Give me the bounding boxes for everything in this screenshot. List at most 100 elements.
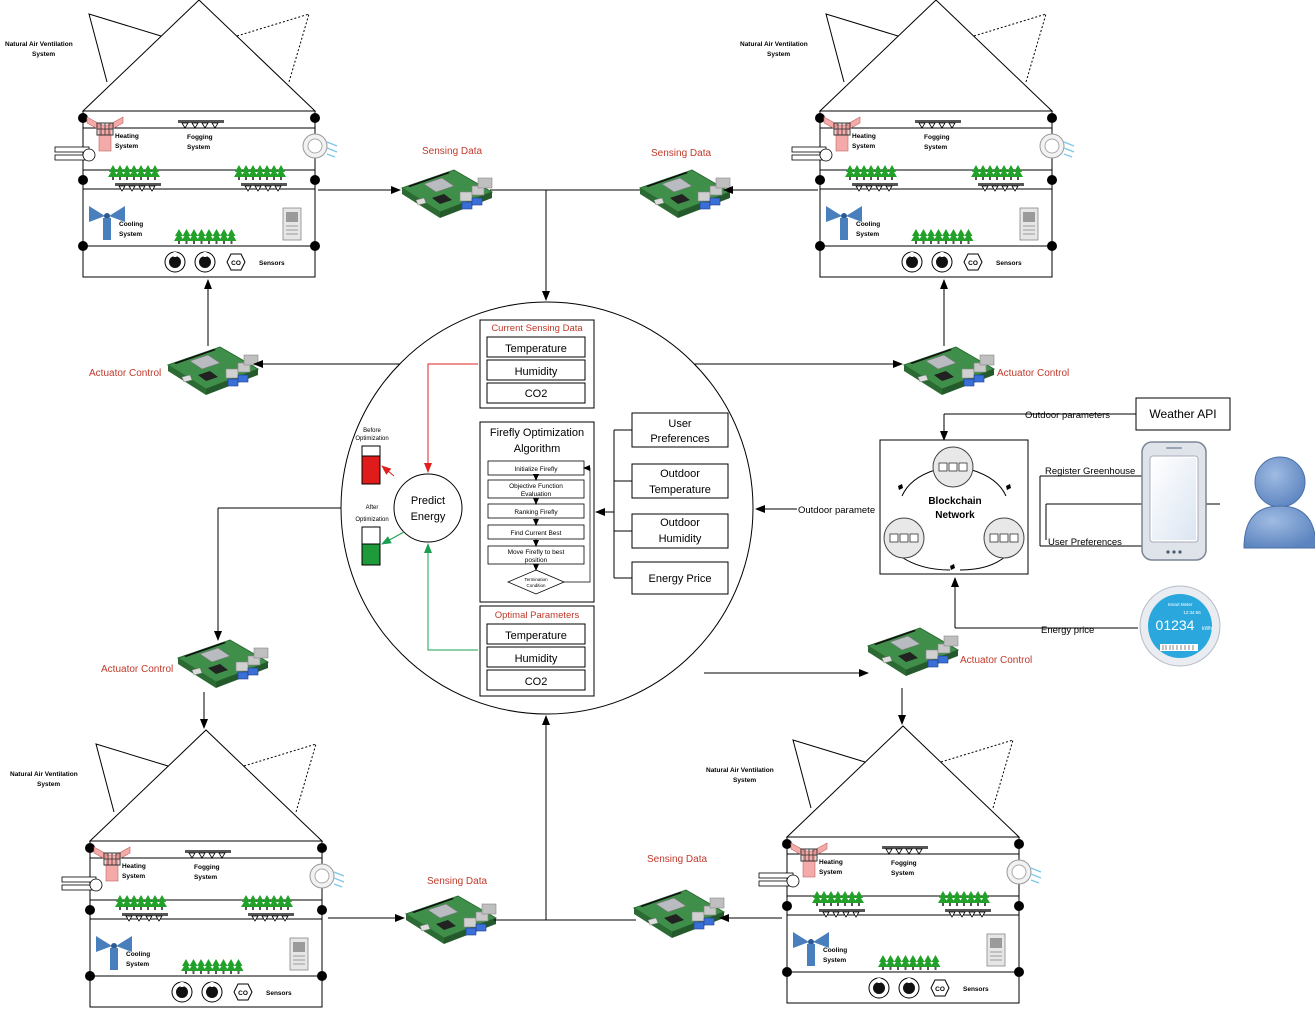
ventilation-label: System: [32, 51, 55, 58]
raspberry-pi-sensing-bottom-left: [405, 895, 497, 945]
fogging-label: System: [924, 144, 947, 151]
outdoor-hum-line2: Humidity: [659, 533, 702, 545]
optimal-temperature: Temperature: [505, 630, 567, 642]
raspberry-pi-sensing-top-left: [401, 169, 493, 219]
termination-diamond: [506, 569, 566, 595]
firefly-title-line2: Algorithm: [514, 443, 560, 455]
cooling-label: Cooling: [823, 947, 847, 954]
predict-energy-node: [393, 473, 463, 543]
co-sensor-label: CO: [238, 990, 248, 997]
predict-line1: Predict: [411, 495, 445, 507]
before-line2: Optimization: [355, 436, 388, 442]
greenhouse-top-left: HeatingSystemFoggingSystemCoolingSystemC…: [54, 0, 338, 278]
user-pref-line1: User: [668, 418, 692, 430]
heating-label: System: [122, 873, 145, 880]
current-co2: CO2: [525, 388, 548, 400]
heating-label: Heating: [115, 133, 139, 140]
heating-label: Heating: [122, 863, 146, 870]
before-optimization-bar: [361, 445, 381, 485]
raspberry-pi-actuator-right: [903, 346, 995, 396]
raspberry-pi-sensing-bottom-right: [633, 889, 725, 939]
termination-line2: Condition: [526, 583, 546, 588]
heating-label: System: [852, 143, 875, 150]
actuator-control-label: Actuator Control: [997, 368, 1069, 379]
step-objective-line2: Evaluation: [521, 491, 552, 498]
cooling-label: Cooling: [119, 221, 143, 228]
cooling-label: System: [823, 957, 846, 964]
after-optimization-bar: [361, 526, 381, 566]
ventilation-label: Natural Air Ventilation: [5, 41, 73, 48]
co-sensor-label: CO: [935, 986, 945, 993]
sensors-label: Sensors: [996, 260, 1022, 267]
energy-price-label: Energy price: [1041, 625, 1094, 636]
ventilation-label: System: [767, 51, 790, 58]
co-sensor-label: CO: [968, 260, 978, 267]
current-temperature: Temperature: [505, 343, 567, 355]
step-move-line2: position: [525, 557, 548, 564]
weather-api-label: Weather API: [1149, 407, 1216, 421]
termination-line1: Termination: [524, 577, 548, 582]
blockchain-line2: Network: [935, 510, 975, 521]
optimal-parameters-panel: Optimal Parameters Temperature Humidity …: [479, 605, 595, 697]
energy-price-box: Energy Price: [649, 573, 712, 585]
outdoor-temp-line2: Temperature: [649, 484, 711, 496]
meter-time: 12:34:56: [1183, 610, 1201, 615]
ventilation-label: System: [37, 781, 60, 788]
predict-flow-arrows: [381, 363, 478, 651]
raspberry-pi-actuator-left: [167, 346, 259, 396]
meter-brand: Smart Meter: [1168, 602, 1193, 607]
outdoor-parameters-cut-label: Outdoor paramete: [798, 505, 875, 516]
cooling-label: Cooling: [126, 951, 150, 958]
greenhouse-bottom-left: HeatingSystemFoggingSystemCoolingSystemC…: [61, 729, 345, 1008]
blockchain-network: Blockchain Network: [879, 439, 1029, 575]
raspberry-pi-actuator-bottom-right: [867, 627, 959, 677]
fogging-label: System: [891, 870, 914, 877]
register-greenhouse-label: Register Greenhouse: [1045, 466, 1135, 477]
user-preferences-label: User Preferences: [1048, 537, 1122, 548]
heating-label: Heating: [819, 859, 843, 866]
fogging-label: Fogging: [891, 860, 917, 867]
heating-label: Heating: [852, 133, 876, 140]
fogging-label: Fogging: [194, 864, 220, 871]
optimal-humidity: Humidity: [515, 653, 558, 665]
co-sensor-label: CO: [231, 260, 241, 267]
smart-meter-icon: Smart Meter 12:34:56 01234 kWh: [1139, 585, 1221, 667]
smartphone-icon: [1141, 441, 1207, 561]
fogging-label: Fogging: [924, 134, 950, 141]
step-find-best: Find Current Best: [511, 530, 562, 537]
outdoor-parameters-label: Outdoor parameters: [1025, 410, 1110, 421]
greenhouse-bottom-right: HeatingSystemFoggingSystemCoolingSystemC…: [758, 725, 1042, 1004]
user-icon: [1243, 456, 1315, 549]
cooling-label: System: [126, 961, 149, 968]
cooling-label: System: [856, 231, 879, 238]
greenhouse-top-right: HeatingSystemFoggingSystemCoolingSystemC…: [791, 0, 1075, 278]
sensing-data-label: Sensing Data: [427, 876, 487, 887]
meter-reading: 01234: [1156, 617, 1195, 633]
ventilation-label: System: [733, 777, 756, 784]
ventilation-label: Natural Air Ventilation: [740, 41, 808, 48]
input-bracket: [595, 429, 632, 579]
user-pref-line2: Preferences: [650, 433, 710, 445]
sensors-label: Sensors: [266, 990, 292, 997]
sensing-data-label: Sensing Data: [647, 854, 707, 865]
sensing-data-label: Sensing Data: [651, 148, 711, 159]
fogging-label: System: [194, 874, 217, 881]
step-objective-line1: Objective Function: [509, 483, 563, 490]
step-move-line1: Move Firefly to best: [508, 549, 565, 556]
before-line1: Before: [363, 428, 381, 434]
sensors-label: Sensors: [259, 260, 285, 267]
current-humidity: Humidity: [515, 366, 558, 378]
current-sensing-data-panel: Current Sensing Data Temperature Humidit…: [479, 319, 595, 409]
predict-line2: Energy: [411, 511, 446, 523]
meter-unit: kWh: [1202, 626, 1212, 632]
step-ranking: Ranking Firefly: [514, 509, 558, 516]
firefly-algorithm-panel: Firefly Optimization Algorithm Initializ…: [479, 421, 595, 603]
actuator-control-label: Actuator Control: [960, 655, 1032, 666]
step-initialize: Initialize Firefly: [515, 466, 559, 473]
raspberry-pi-actuator-bottom-left: [177, 639, 269, 689]
firefly-title-line1: Firefly Optimization: [490, 427, 584, 439]
sensors-label: Sensors: [963, 986, 989, 993]
cooling-label: System: [119, 231, 142, 238]
heating-label: System: [819, 869, 842, 876]
